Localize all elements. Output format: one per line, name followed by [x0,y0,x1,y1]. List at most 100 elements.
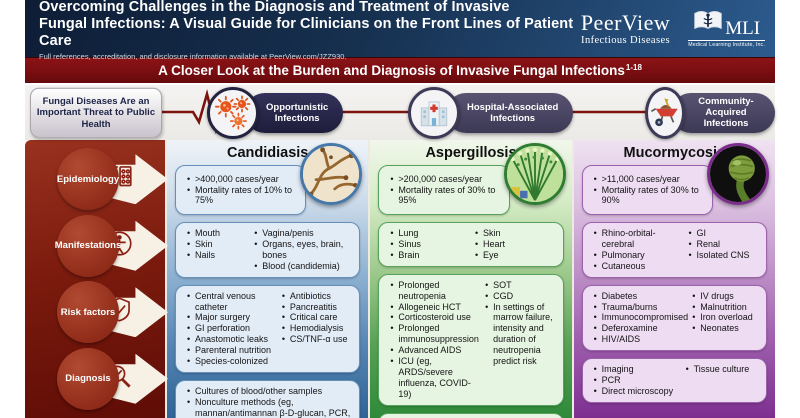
infection-group-hospital: Hospital-Associated Infections [408,86,574,139]
risk-list-2: IV drugsMalnutritionIron overloadNeonate… [688,291,759,346]
manifestations-list-2: Vagina/penisOrgans, eyes, brain, bonesBl… [250,228,352,272]
sidebar-row-epidemiology: Epidemiology [25,146,168,213]
bullet-item: IV drugs [692,291,759,302]
bullet-item: Parenteral nutrition [187,345,278,356]
candida-micrograph-image [300,143,363,205]
bullet-item: Isolated CNS [688,250,759,261]
risk-factors-box: Prolonged neutropeniaAllogeneic HCTCorti… [378,273,564,406]
column-title-mucormycosis: Mucormycosis [623,145,726,161]
risk-list-1: Prolonged neutropeniaAllogeneic HCTCorti… [386,280,481,400]
risk-list-1: Central venous catheterMajor surgeryGI p… [183,291,278,367]
column-aspergillosis: Aspergillosis [368,140,572,418]
bullet-item: Brain [390,250,471,261]
epidemiology-list: >11,000 cases/yearMortality rates of 30%… [590,174,705,207]
bullet-item: Tissue culture [686,364,759,375]
bullet-item: Diabetes [594,291,689,302]
column-mucormycosis: Mucormycosis >11,000 cases/yearMortality… [571,140,775,418]
bullet-item: Prolonged neutropenia [390,280,481,302]
column-title-candidiasis: Candidiasis [226,145,309,161]
pill-opportunistic-infections: Opportunistic Infections [245,92,344,133]
page-subtitle: Full references, accreditation, and disc… [39,51,347,61]
epidemiology-list: >400,000 cases/yearMortality rates of 10… [183,174,298,207]
risk-list-2: AntibioticsPancreatitisCritical careHemo… [278,291,352,367]
bullet-item: Heart [475,239,556,250]
sidebar-row-risk-factors: Risk factors [25,279,168,346]
main-grid: Epidemiology Manifestations [25,140,775,418]
threat-band: Fungal Diseases Are an Important Threat … [25,85,775,140]
bullet-item: Hemodialysis [282,323,352,334]
epidemiology-box: >11,000 cases/yearMortality rates of 30%… [581,165,713,215]
sidebar-label-manifestations: Manifestations [55,214,121,277]
pill-community-acquired-infections: Community-Acquired Infections [671,92,775,133]
bullet-item: Neonates [692,323,759,334]
bullet-item: Pulmonary [594,250,685,261]
page-title-line2: Fungal Infections: A Visual Guide for Cl… [39,15,574,49]
category-sidebar: Epidemiology Manifestations [25,140,168,418]
banner-title: A Closer Look at the Burden and Diagnosi… [158,63,625,78]
bullet-item: CGD [485,291,555,302]
bullet-item: HIV/AIDS [594,334,689,345]
bullet-item: Nails [187,250,250,261]
peerview-logo-name: PeerView [580,9,671,35]
sidebar-label-diagnosis: Diagnosis [57,347,119,410]
bullet-item: ICU (eg, ARDS/severe influenza, COVID-19… [390,356,481,400]
diagnosis-list-1: ImagingPCRDirect microscopy [590,364,682,397]
bullet-item: Mouth [187,228,250,239]
bullet-item: Species-colonized [187,356,278,367]
bullet-item: Cultures of blood/other samples [187,386,352,397]
header-logos: PeerView Infectious Diseases MLI [581,9,775,48]
bullet-item: Renal [688,239,759,250]
manifestations-list-1: MouthSkinNails [183,228,250,272]
manifestations-box: MouthSkinNails Vagina/penisOrgans, eyes,… [175,222,361,278]
risk-factors-box: Central venous catheterMajor surgeryGI p… [175,284,361,373]
manifestations-list-2: GIRenalIsolated CNS [685,228,759,272]
sidebar-row-manifestations: Manifestations [25,213,168,280]
epidemiology-list: >200,000 cases/yearMortality rates of 30… [386,174,501,207]
sidebar-row-diagnosis: Diagnosis [25,346,168,413]
bullet-item: Rhino-orbital-cerebral [594,228,685,250]
bullet-item: Pancreatitis [282,302,352,313]
bullet-item: CS/TNF-α use [282,334,352,345]
bullet-item: Skin [475,228,556,239]
bullet-item: Corticosteroid use [390,312,481,323]
bullet-item: Trauma/burns [594,302,689,313]
public-health-callout: Fungal Diseases Are an Important Threat … [30,87,162,138]
pill-label: Hospital-Associated [467,101,559,113]
bullet-item: Antibiotics [282,291,352,302]
diagnosis-list-1: Cultures of blood/other samplesNoncultur… [183,386,352,418]
pill-label: Community-Acquired [698,96,754,118]
header-titles: Overcoming Challenges in the Diagnosis a… [25,0,581,63]
manifestations-list-2: SkinHeartEye [471,228,556,261]
bullet-item: Imaging [594,364,682,375]
bullet-item: Sinus [390,239,471,250]
pill-hospital-associated-infections: Hospital-Associated Infections [446,92,574,133]
diagnosis-box: Galactomannanβ-D-glucanPCR Lateral flow … [378,412,564,418]
bullet-item: Nonculture methods (eg, mannan/antimanna… [187,397,352,418]
bullet-item: Malnutrition [692,302,759,313]
mli-logo-name: MLI [725,18,761,39]
pill-label: Infections [274,112,320,124]
bullet-item: >200,000 cases/year [390,174,501,185]
epidemiology-box: >200,000 cases/yearMortality rates of 30… [378,165,510,215]
bullet-item: Anastomotic leaks [187,334,278,345]
infection-group-community: Community-Acquired Infections [645,86,775,139]
content-area: Overcoming Challenges in the Diagnosis a… [25,0,775,418]
risk-factors-box: DiabetesTrauma/burnsImmunocompromisedDef… [581,284,767,352]
infection-group-opportunistic: Opportunistic Infections [207,86,344,139]
fungal-spores-icon [207,86,259,139]
wheelbarrow-icon [645,86,685,139]
diagnosis-box: Cultures of blood/other samplesNoncultur… [175,379,361,418]
bullet-item: Mortality rates of 30% to 95% [390,185,501,207]
bullet-item: Lung [390,228,471,239]
bullet-item: Vagina/penis [254,228,352,239]
bullet-item: Critical care [282,312,352,323]
manifestations-box: Rhino-orbital-cerebralPulmonaryCutaneous… [581,222,767,278]
diagnosis-list-2: Tissue culture [682,364,759,397]
bullet-item: Mortality rates of 10% to 75% [187,185,298,207]
bullet-item: Immunocompromised [594,312,688,323]
bullet-item: Allogeneic HCT [390,302,481,313]
bullet-item: SOT [485,280,555,291]
header-bar: Overcoming Challenges in the Diagnosis a… [25,0,775,61]
manifestations-box: LungSinusBrain SkinHeartEye [378,222,564,267]
